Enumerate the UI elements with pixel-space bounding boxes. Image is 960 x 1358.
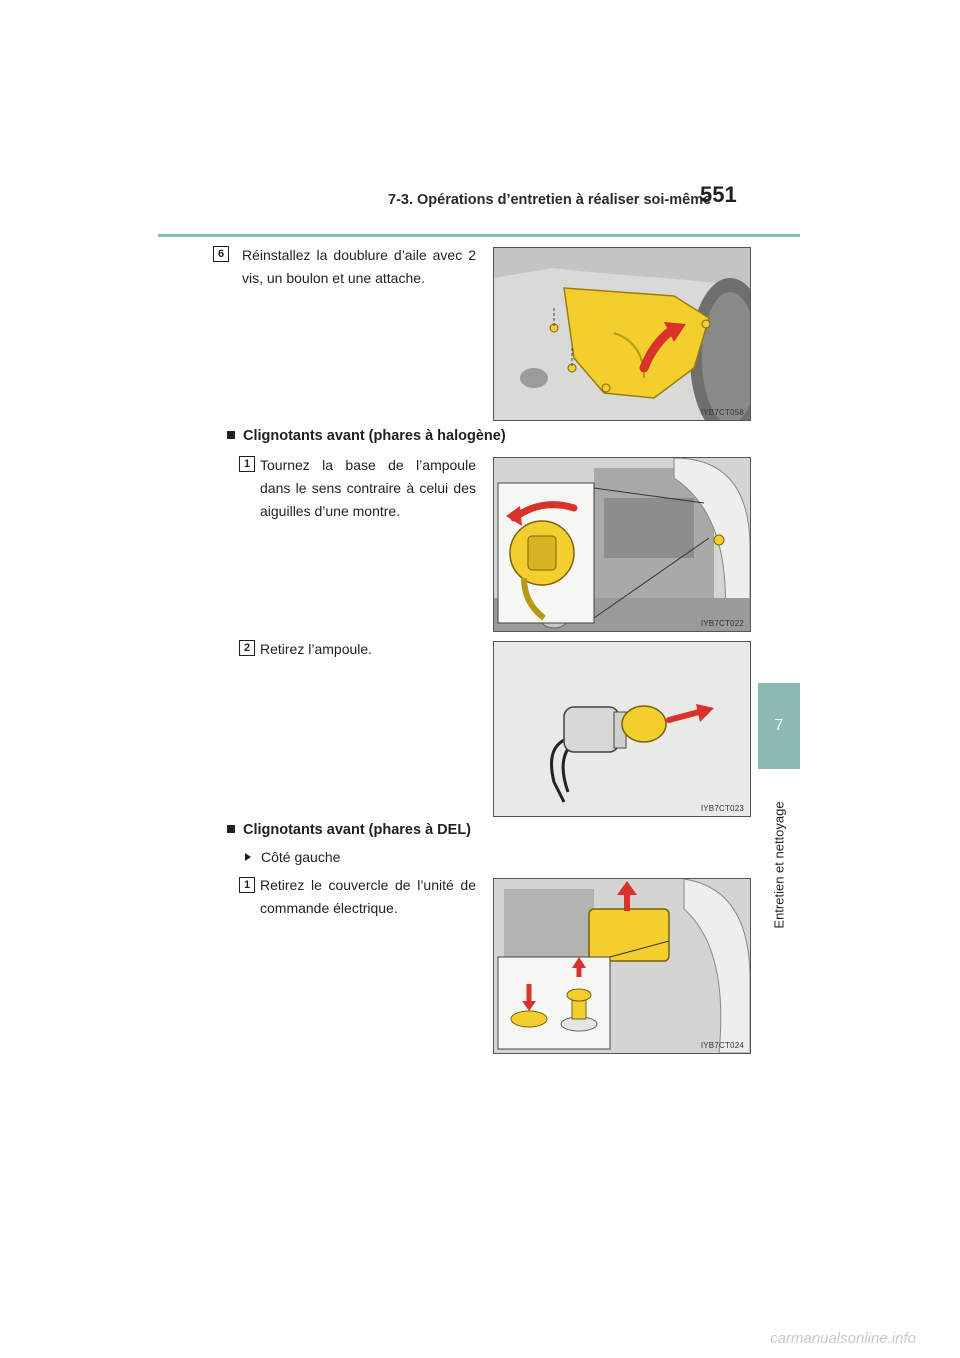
led-side-text: Côté gauche <box>261 849 341 865</box>
step-number-2: 2 <box>239 640 255 656</box>
section-title: 7-3. Opérations d’entretien à réaliser s… <box>388 192 712 208</box>
bulb-base-illustration <box>494 458 750 631</box>
step-number-1: 1 <box>239 456 255 472</box>
remove-bulb-illustration <box>494 642 750 816</box>
watermark: carmanualsonline.info <box>770 1330 916 1347</box>
figure-id: IYB7CT022 <box>700 619 744 628</box>
halogen-heading: Clignotants avant (phares à halogène) <box>227 428 506 444</box>
figure-fender-liner: IYB7CT058 <box>493 247 751 421</box>
led-heading: Clignotants avant (phares à DEL) <box>227 822 471 838</box>
figure-id: IYB7CT023 <box>700 804 744 813</box>
step-number-6: 6 <box>213 246 229 262</box>
figure-remove-bulb: IYB7CT023 <box>493 641 751 817</box>
figure-bulb-base: IYB7CT022 <box>493 457 751 632</box>
chapter-label: Entretien et nettoyage <box>759 780 799 950</box>
chapter-label-text: Entretien et nettoyage <box>771 801 787 929</box>
square-bullet-icon <box>227 431 235 439</box>
halogen-step-2-text: Retirez l’ampoule. <box>260 641 373 657</box>
chapter-number: 7 <box>774 717 784 734</box>
led-heading-text: Clignotants avant (phares à DEL) <box>243 822 472 838</box>
triangle-bullet-icon <box>245 853 251 861</box>
square-bullet-icon <box>227 825 235 833</box>
fender-liner-illustration <box>494 248 750 420</box>
halogen-heading-text: Clignotants avant (phares à halogène) <box>243 428 506 444</box>
figure-id: IYB7CT058 <box>700 408 744 417</box>
chapter-tab: 7 <box>758 683 800 769</box>
step-6-text: Réinstallez la doublure d’aile avec 2 vi… <box>242 247 476 286</box>
header-rule <box>158 234 800 237</box>
figure-ecu-cover: IYB7CT024 <box>493 878 751 1054</box>
step-number-1: 1 <box>239 877 255 893</box>
figure-id: IYB7CT024 <box>700 1041 744 1050</box>
ecu-cover-illustration <box>494 879 750 1053</box>
led-step-1-text: Retirez le couvercle de l’unité de comma… <box>260 877 476 916</box>
led-side-item: Côté gauche <box>245 846 340 869</box>
page-number: 551 <box>700 182 737 207</box>
halogen-step-1-text: Tournez la base de l’ampoule dans le sen… <box>260 457 476 519</box>
